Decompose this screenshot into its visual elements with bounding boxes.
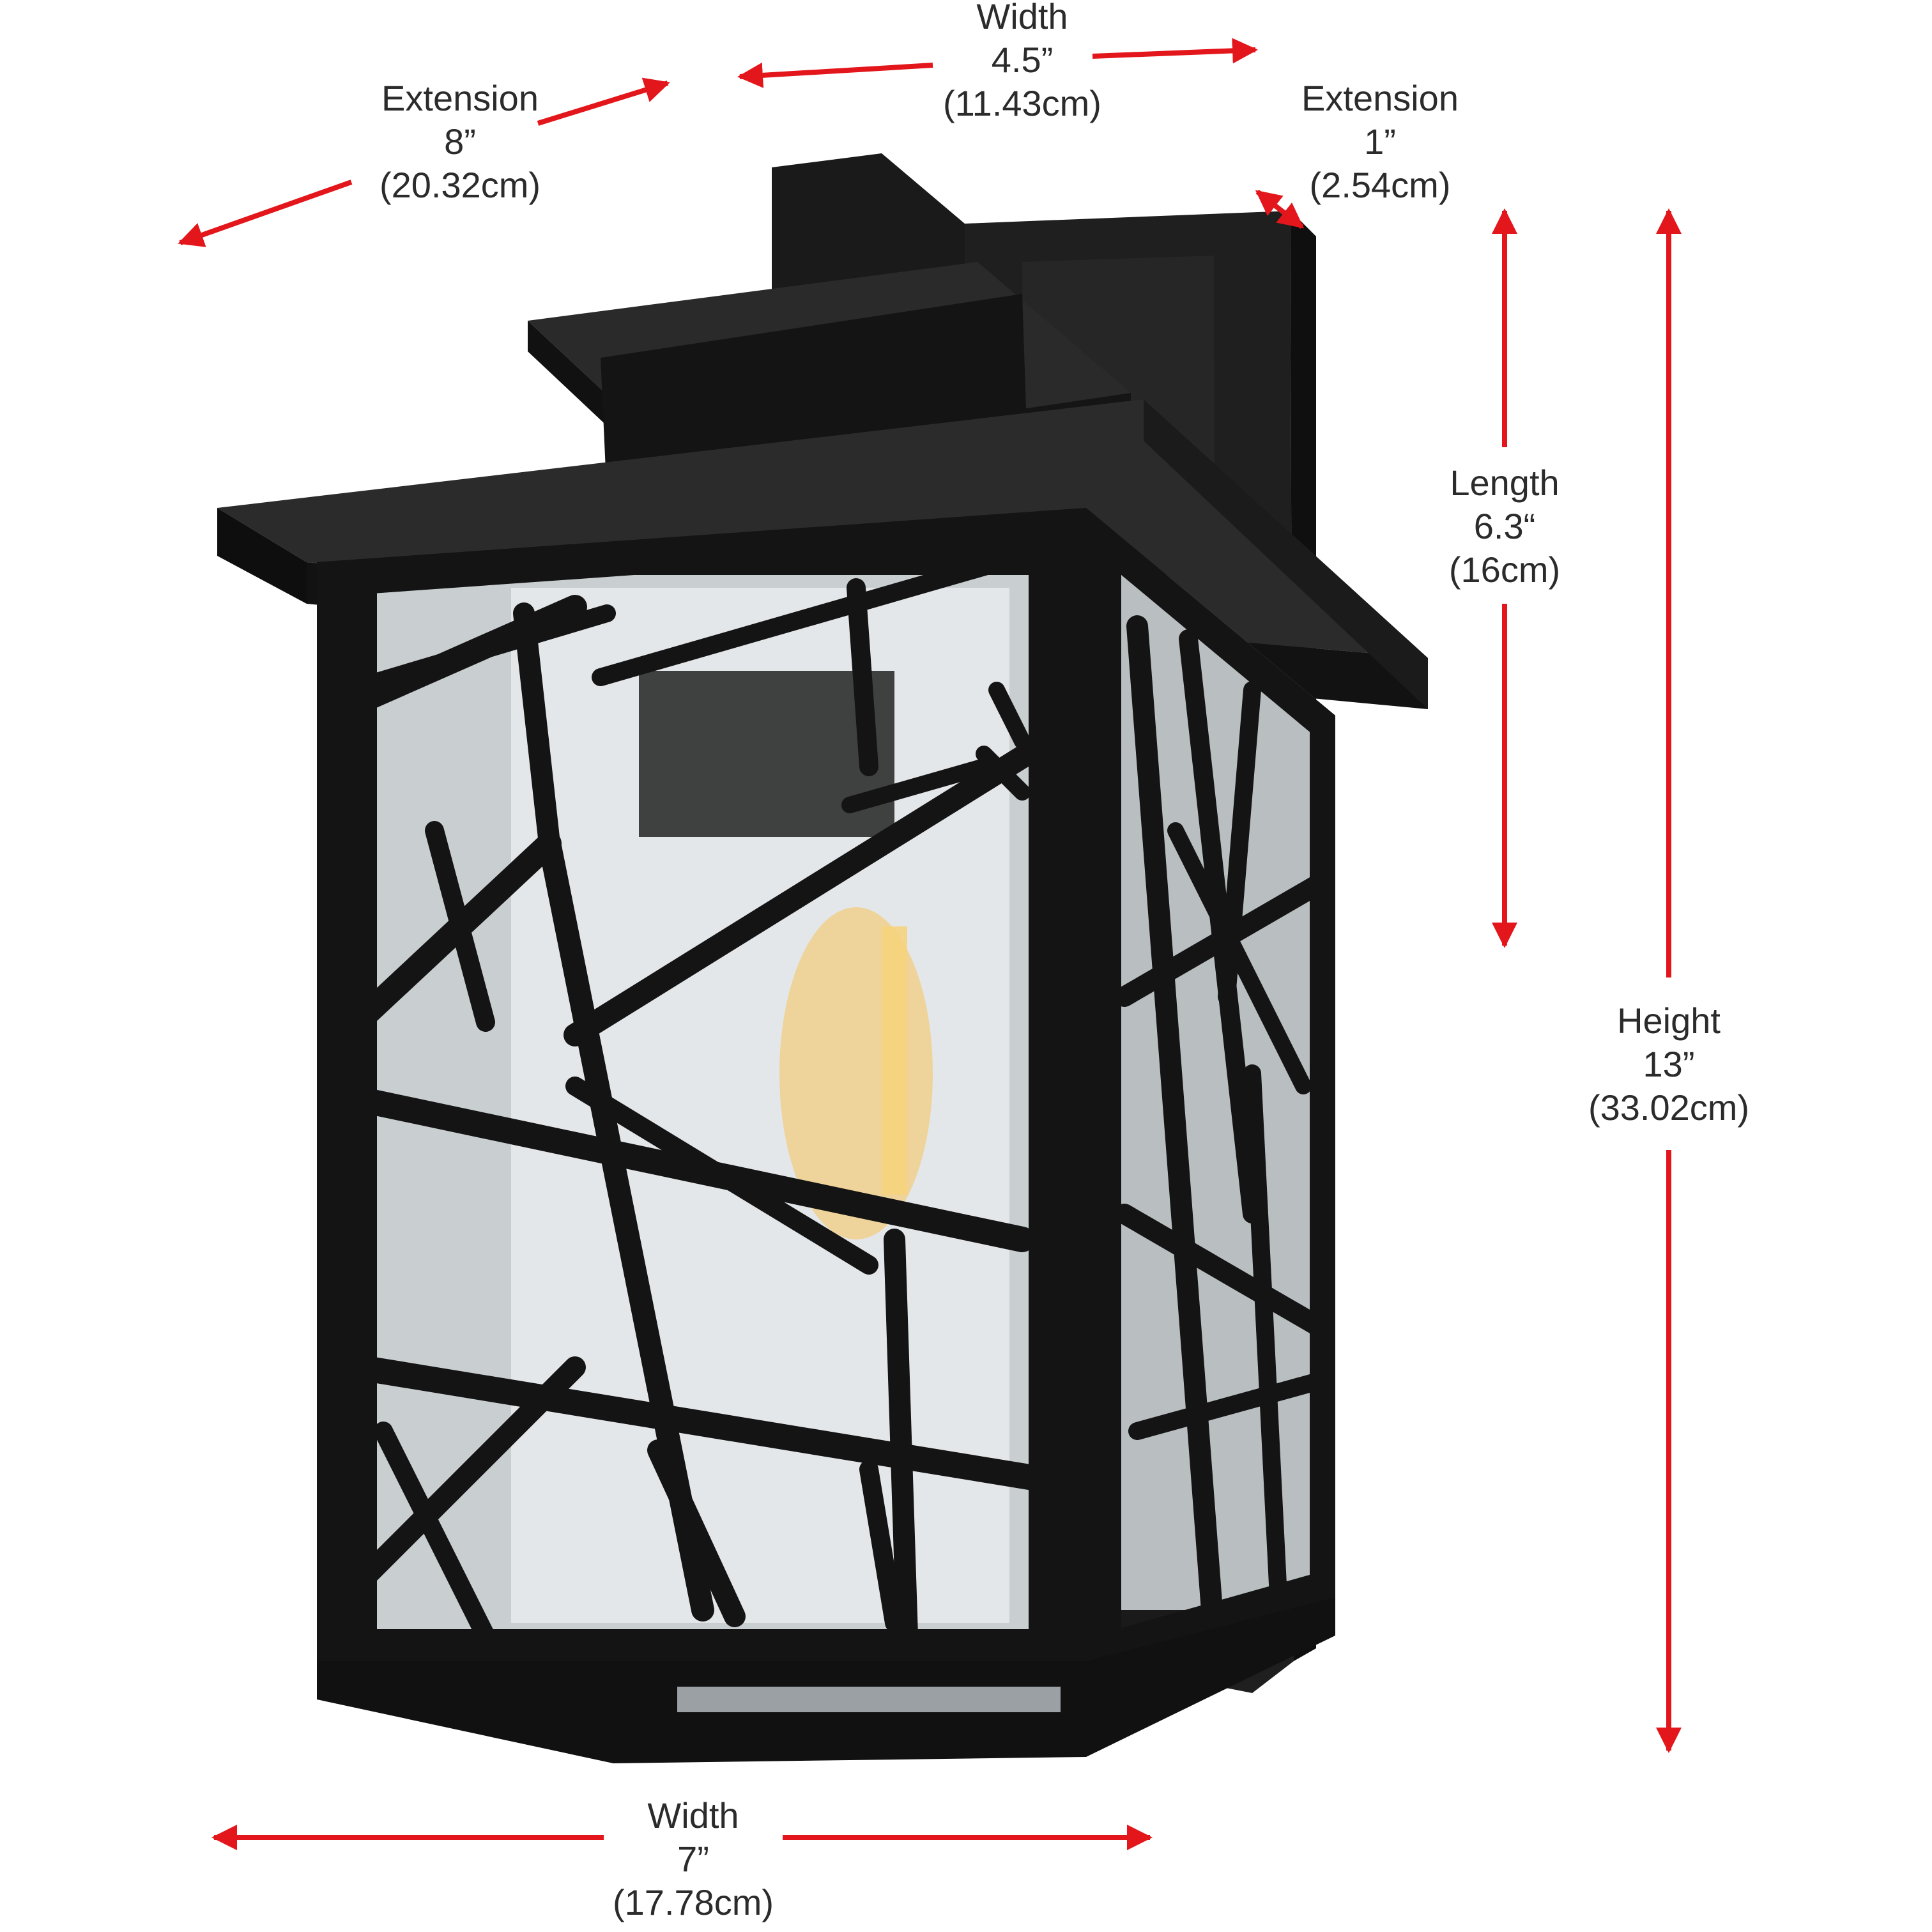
extension-left-title: Extension bbox=[381, 78, 539, 118]
width-bottom-value: 7” bbox=[677, 1839, 709, 1879]
extension-left-value: 8” bbox=[444, 121, 476, 162]
width-top-value: 4.5” bbox=[991, 40, 1054, 80]
extension-right-metric: (2.54cm) bbox=[1309, 165, 1451, 205]
bottom-frame bbox=[317, 1597, 1335, 1763]
wall-lantern-illustration bbox=[217, 153, 1428, 1763]
height-title: Height bbox=[1617, 1000, 1721, 1041]
extension-left-arrow-lower bbox=[178, 180, 353, 247]
width-bottom-title: Width bbox=[647, 1795, 739, 1836]
length-metric: (16cm) bbox=[1448, 549, 1561, 590]
dimension-arrows bbox=[178, 38, 1682, 1850]
width-bottom-label: Width 7” (17.78cm) bbox=[591, 1794, 795, 1924]
width-top-label: Width 4.5” (11.43cm) bbox=[907, 0, 1137, 125]
mount-box bbox=[772, 153, 965, 300]
extension-right-arrow bbox=[1255, 189, 1305, 229]
width-top-title: Width bbox=[976, 0, 1068, 36]
extension-right-label: Extension 1” (2.54cm) bbox=[1278, 77, 1482, 207]
main-roof-right-lip bbox=[1144, 399, 1428, 709]
width-top-arrow-left bbox=[737, 62, 933, 88]
length-title: Length bbox=[1450, 463, 1560, 503]
height-label: Height 13” (33.02cm) bbox=[1567, 999, 1771, 1130]
width-bottom-metric: (17.78cm) bbox=[612, 1882, 774, 1922]
extension-right-title: Extension bbox=[1301, 78, 1459, 118]
extension-left-metric: (20.32cm) bbox=[379, 165, 541, 205]
width-top-arrow-right bbox=[1092, 38, 1258, 64]
height-metric: (33.02cm) bbox=[1588, 1087, 1750, 1128]
extension-left-arrow-upper bbox=[537, 77, 670, 126]
extension-left-label: Extension 8” (20.32cm) bbox=[345, 77, 575, 207]
length-label: Length 6.3“ (16cm) bbox=[1409, 461, 1600, 592]
main-roof-front bbox=[217, 508, 307, 604]
extension-right-value: 1” bbox=[1364, 121, 1396, 162]
bottom-glass-strip bbox=[677, 1687, 1061, 1712]
length-value: 6.3“ bbox=[1473, 506, 1536, 546]
side-frame-pattern bbox=[1086, 508, 1335, 1683]
height-value: 13” bbox=[1643, 1044, 1695, 1084]
width-top-metric: (11.43cm) bbox=[943, 83, 1101, 123]
